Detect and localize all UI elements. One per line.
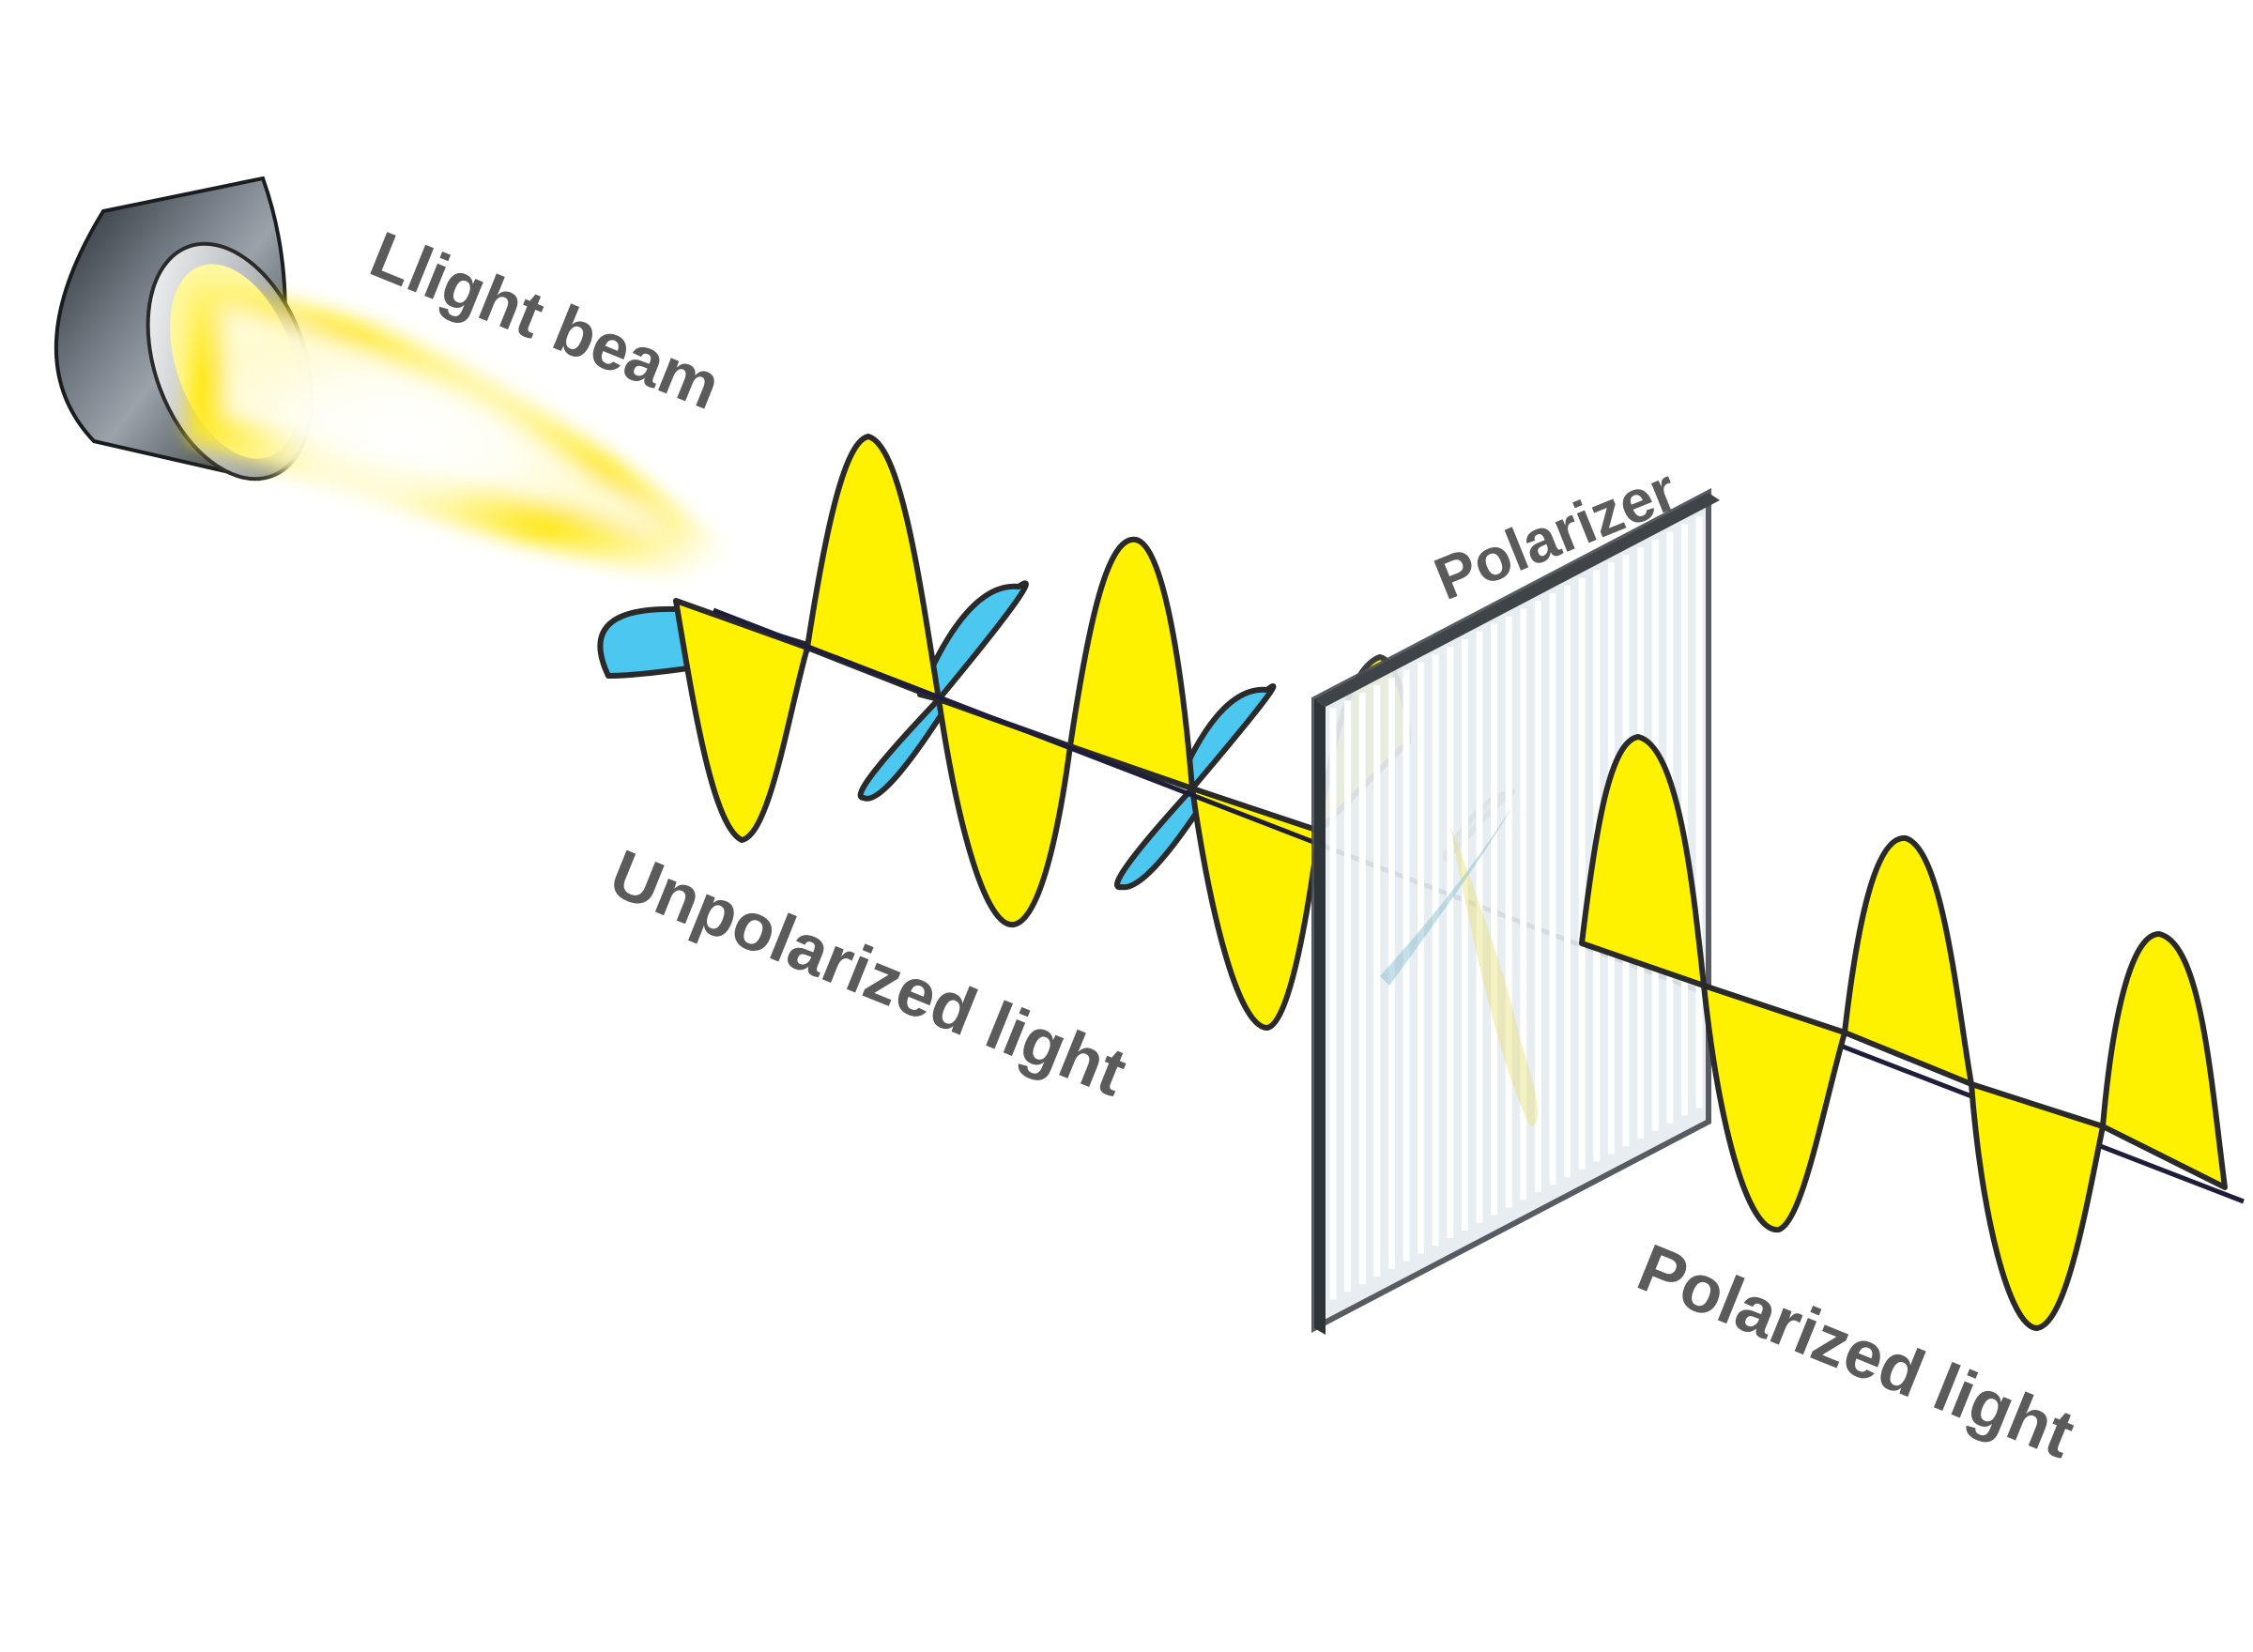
unpolarized-yellow-wave [673, 434, 1411, 1031]
light-beam-glow [188, 282, 789, 601]
polarizer-slits [1329, 516, 1703, 1300]
polarizer-plate [1311, 488, 1720, 1335]
polarized-yellow-wave [1579, 734, 2228, 1331]
unpolarized-light-label: Unpolarized light [600, 836, 1136, 1111]
